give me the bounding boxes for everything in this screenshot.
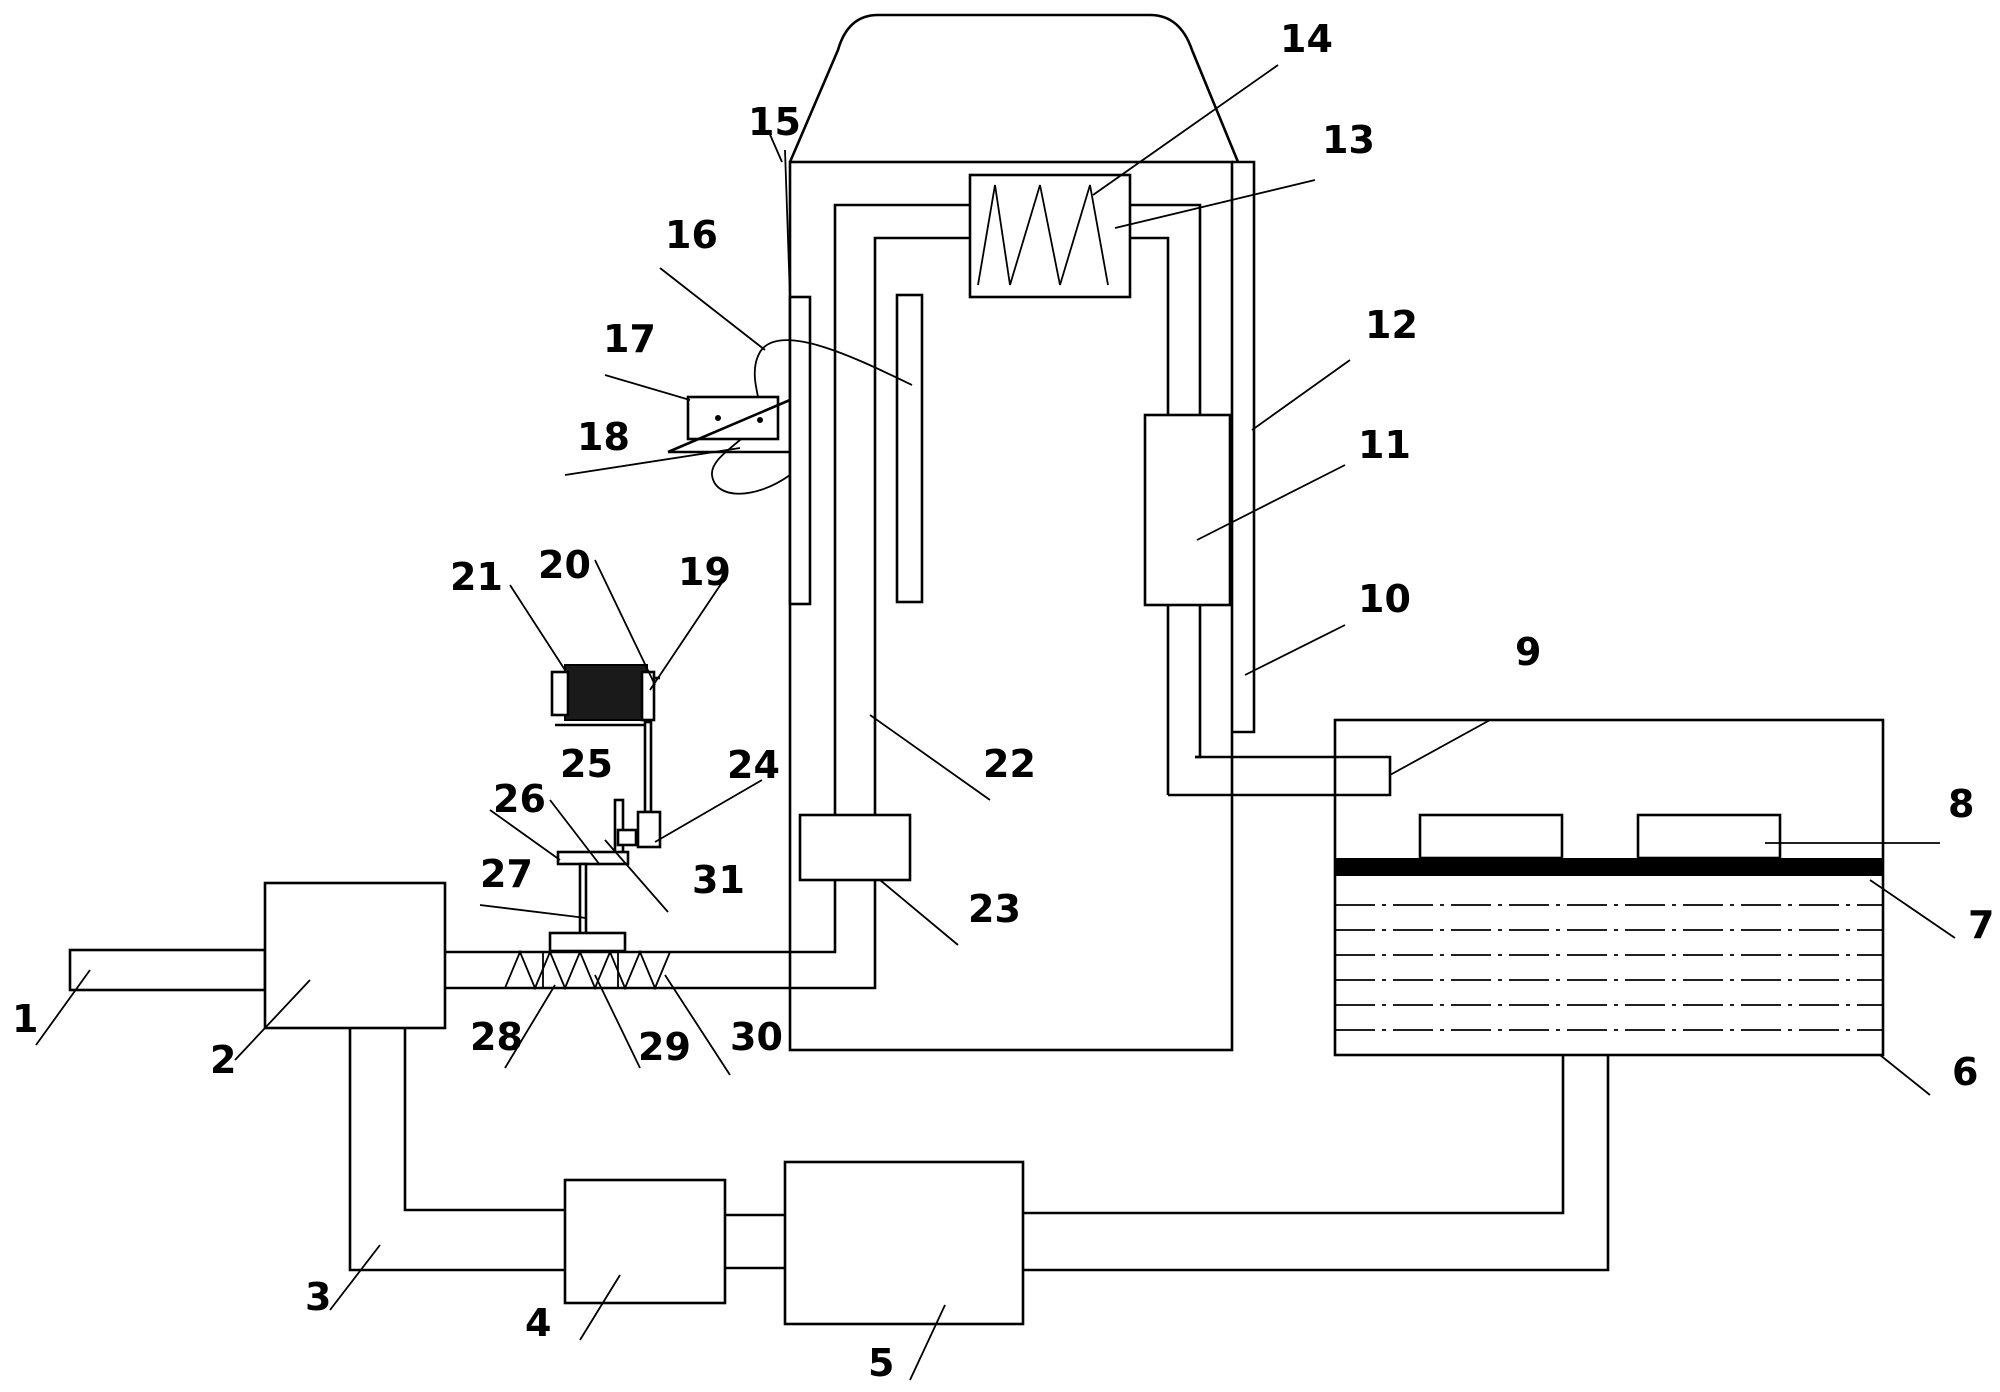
left-unit bbox=[263, 881, 447, 1030]
motor-assembly bbox=[550, 664, 662, 849]
label-29: 29 bbox=[638, 1025, 691, 1069]
heat-exchanger bbox=[968, 173, 1132, 299]
tower bbox=[788, 13, 1256, 1052]
label-10: 10 bbox=[1358, 577, 1411, 621]
label-3: 3 bbox=[305, 1275, 331, 1319]
inlet-pipe bbox=[68, 948, 267, 992]
leader-lines bbox=[35, 64, 1956, 1381]
label-22: 22 bbox=[983, 742, 1036, 786]
label-14: 14 bbox=[1280, 17, 1333, 61]
label-16: 16 bbox=[665, 213, 718, 257]
label-5: 5 bbox=[868, 1341, 894, 1385]
label-31: 31 bbox=[692, 858, 745, 902]
label-4: 4 bbox=[525, 1301, 551, 1345]
tank-return-pipes bbox=[1023, 1055, 1610, 1272]
label-18: 18 bbox=[577, 415, 630, 459]
spring-section bbox=[504, 949, 671, 991]
liquid-lines bbox=[1335, 904, 1883, 1031]
label-28: 28 bbox=[470, 1015, 523, 1059]
label-25: 25 bbox=[560, 742, 613, 786]
label-20: 20 bbox=[538, 543, 591, 587]
central-bar bbox=[895, 293, 924, 604]
number-labels: 1 2 3 4 5 6 7 8 9 10 11 12 13 14 15 16 1… bbox=[12, 17, 1994, 1385]
label-7: 7 bbox=[1968, 903, 1994, 947]
top-element-left bbox=[1418, 813, 1564, 860]
membrane-layer bbox=[1335, 858, 1883, 876]
label-15: 15 bbox=[748, 100, 801, 144]
label-11: 11 bbox=[1358, 423, 1411, 467]
label-17: 17 bbox=[603, 317, 656, 361]
tank bbox=[1168, 718, 1885, 1057]
label-13: 13 bbox=[1322, 118, 1375, 162]
label-21: 21 bbox=[450, 555, 503, 599]
label-19: 19 bbox=[678, 550, 731, 594]
label-1: 1 bbox=[12, 997, 38, 1041]
right-unit bbox=[1143, 413, 1232, 607]
stand-assembly bbox=[548, 798, 638, 953]
label-2: 2 bbox=[210, 1038, 236, 1082]
label-26: 26 bbox=[493, 777, 546, 821]
connector-pipes-4-5 bbox=[725, 1213, 785, 1270]
top-element-right bbox=[1636, 813, 1782, 860]
label-6: 6 bbox=[1952, 1050, 1978, 1094]
label-27: 27 bbox=[480, 852, 533, 896]
label-23: 23 bbox=[968, 887, 1021, 931]
label-30: 30 bbox=[730, 1015, 783, 1059]
tower-lower-box bbox=[798, 813, 912, 882]
label-12: 12 bbox=[1365, 303, 1418, 347]
label-8: 8 bbox=[1948, 782, 1974, 826]
tower-inner-pipes bbox=[833, 203, 1202, 880]
small-unit bbox=[563, 1178, 727, 1305]
label-9: 9 bbox=[1515, 630, 1541, 674]
side-plate bbox=[788, 295, 812, 606]
label-24: 24 bbox=[727, 743, 780, 787]
large-unit bbox=[783, 1160, 1025, 1326]
lower-loop-pipe bbox=[348, 1028, 565, 1272]
probe-assembly bbox=[667, 339, 913, 495]
